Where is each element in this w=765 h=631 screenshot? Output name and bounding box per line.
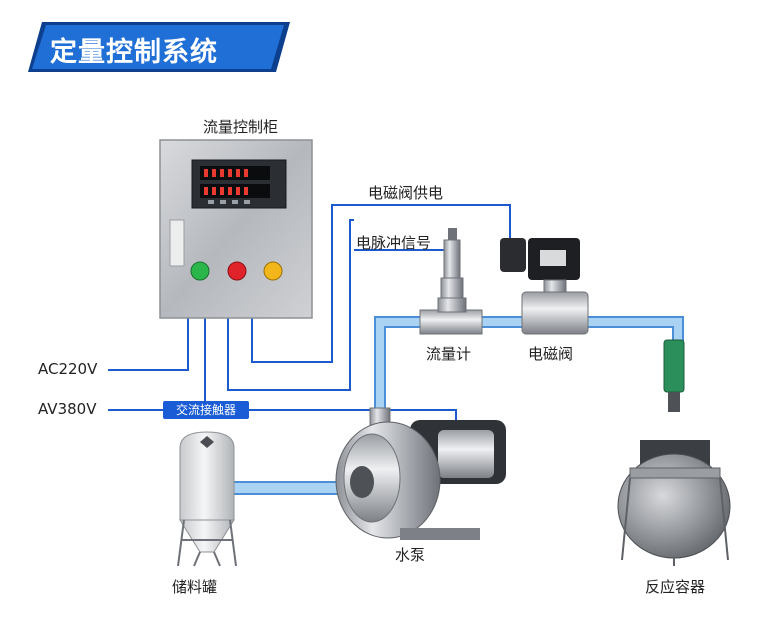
storage-tank-icon — [177, 431, 237, 567]
page-title: 定量控制系统 — [50, 37, 218, 68]
pulse-signal-label: 电脉冲信号 — [356, 234, 432, 252]
control-cabinet-icon — [159, 139, 313, 319]
pump-icon — [335, 407, 506, 540]
title-banner — [28, 22, 290, 72]
reactor-label: 反应容器 — [645, 578, 706, 596]
solenoid-valve-icon — [500, 238, 589, 335]
solenoid-valve-label: 电磁阀 — [528, 345, 574, 363]
ac220-label: AC220V — [38, 360, 98, 378]
reactor-icon — [617, 339, 731, 566]
contactor-label: 交流接触器 — [163, 401, 249, 419]
pump-label: 水泵 — [395, 546, 426, 564]
cabinet-label: 流量控制柜 — [203, 118, 279, 136]
valve-power-label: 电磁阀供电 — [368, 184, 444, 202]
flowmeter-label: 流量计 — [426, 345, 472, 363]
storage-tank-label: 储料罐 — [172, 578, 218, 596]
av380-label: AV380V — [38, 400, 97, 418]
flowmeter-icon — [419, 228, 483, 335]
